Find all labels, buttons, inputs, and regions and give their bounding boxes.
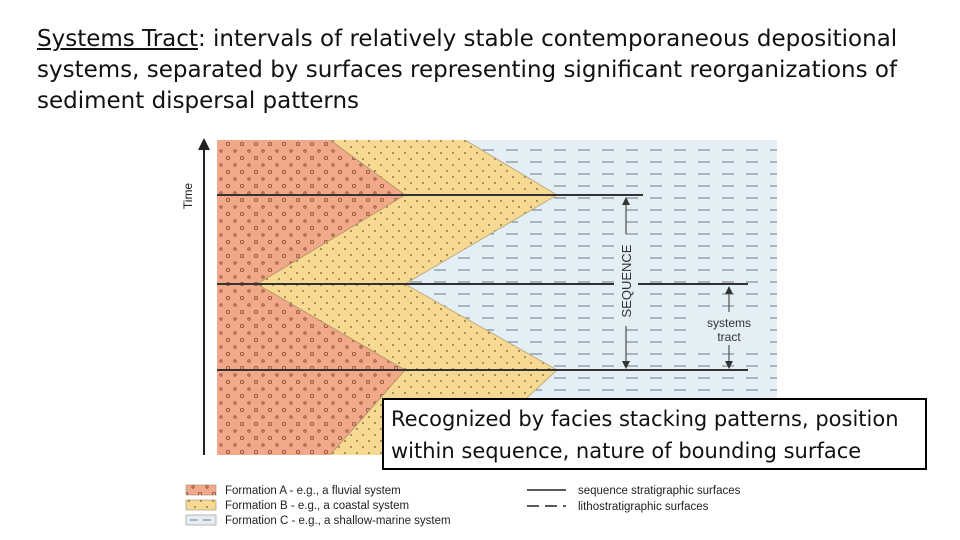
legend-formation-b: Formation B - e.g., a coastal system xyxy=(225,500,409,512)
legend-formation-c: Formation C - e.g., a shallow-marine sys… xyxy=(225,515,451,527)
sequence-label: SEQUENCE xyxy=(619,244,634,317)
systems-tract-label-line1: systems xyxy=(707,316,751,330)
legend-solid-line-label: sequence stratigraphic surfaces xyxy=(578,485,741,497)
callout-box: Recognized by facies stacking patterns, … xyxy=(382,398,927,470)
legend-dashed-line-label: lithostratigraphic surfaces xyxy=(578,501,709,513)
time-axis xyxy=(198,138,210,455)
legend-formation-a: Formation A - e.g., a fluvial system xyxy=(225,485,401,497)
systems-tract-label-line2: tract xyxy=(717,330,741,344)
time-axis-label: Time xyxy=(181,183,195,210)
legend: Formation A - e.g., a fluvial system For… xyxy=(186,485,741,527)
